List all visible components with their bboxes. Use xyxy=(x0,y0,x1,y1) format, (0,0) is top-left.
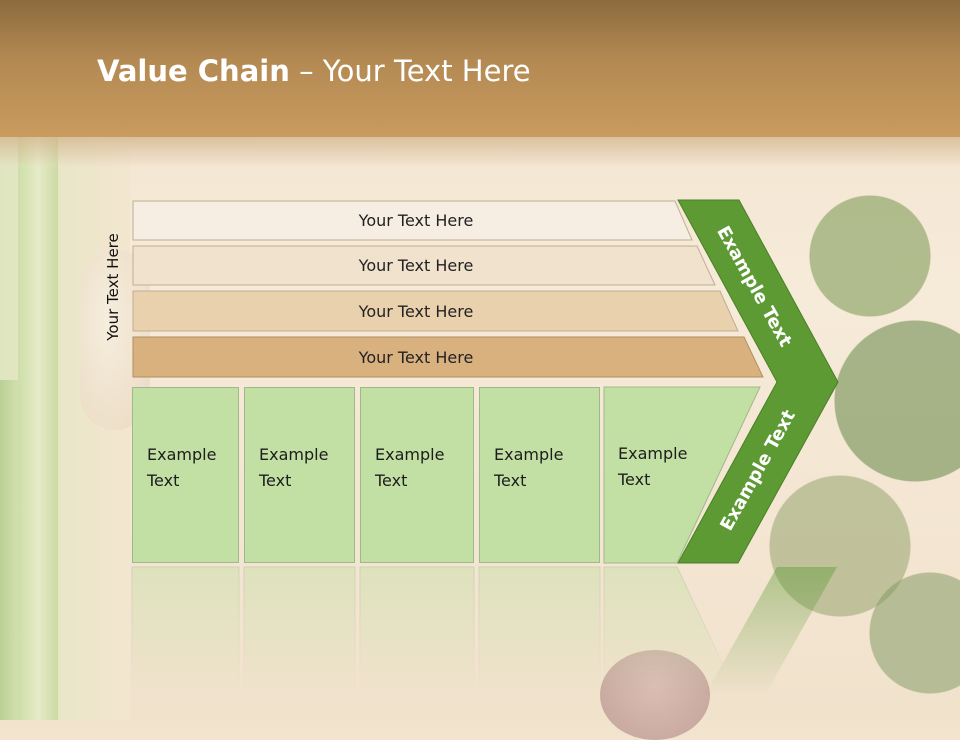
diagram-reflection xyxy=(130,565,850,720)
background-green-onion xyxy=(18,135,58,720)
slide-title: Value Chain – Your Text Here xyxy=(97,54,531,88)
title-bar xyxy=(0,0,960,137)
activity-box-2: Example Text xyxy=(244,387,355,563)
activity-box-3: Example Text xyxy=(360,387,474,563)
row-shape-3 xyxy=(132,290,739,332)
activity-box-4: Example Text xyxy=(479,387,600,563)
row-2: Your Text Here xyxy=(358,256,474,275)
row-shape-4 xyxy=(132,336,764,378)
activity-box-2-line1: Example xyxy=(259,445,329,464)
rows-shapes xyxy=(132,199,839,564)
row-3: Your Text Here xyxy=(358,301,474,321)
activity-box-3-line1: Example xyxy=(375,445,445,464)
background-leek xyxy=(0,380,22,720)
title-bar-band xyxy=(0,137,960,167)
slide-title-bold: Value Chain xyxy=(97,54,290,88)
row-shape-2 xyxy=(132,245,716,286)
row-4: Your Text Here xyxy=(358,347,474,367)
activity-box-5-line2: Text xyxy=(618,470,651,489)
activity-box-4-line2: Text xyxy=(494,471,527,490)
reflection-shapes xyxy=(131,566,837,720)
row-1: Your Text Here xyxy=(358,211,474,230)
activity-box-5-line1: Example xyxy=(618,444,688,463)
activity-box-1: Example Text xyxy=(132,387,239,563)
activity-box-2-line2: Text xyxy=(259,471,292,490)
activity-box-1-line2: Text xyxy=(147,471,180,490)
activity-box-4-line1: Example xyxy=(494,445,564,464)
activity-box-3-line2: Text xyxy=(375,471,408,490)
slide-title-rest: – Your Text Here xyxy=(289,54,531,88)
activity-box-1-line1: Example xyxy=(147,445,217,464)
row-shape-1 xyxy=(132,200,693,241)
activity-box-5: Example Text xyxy=(604,387,714,563)
